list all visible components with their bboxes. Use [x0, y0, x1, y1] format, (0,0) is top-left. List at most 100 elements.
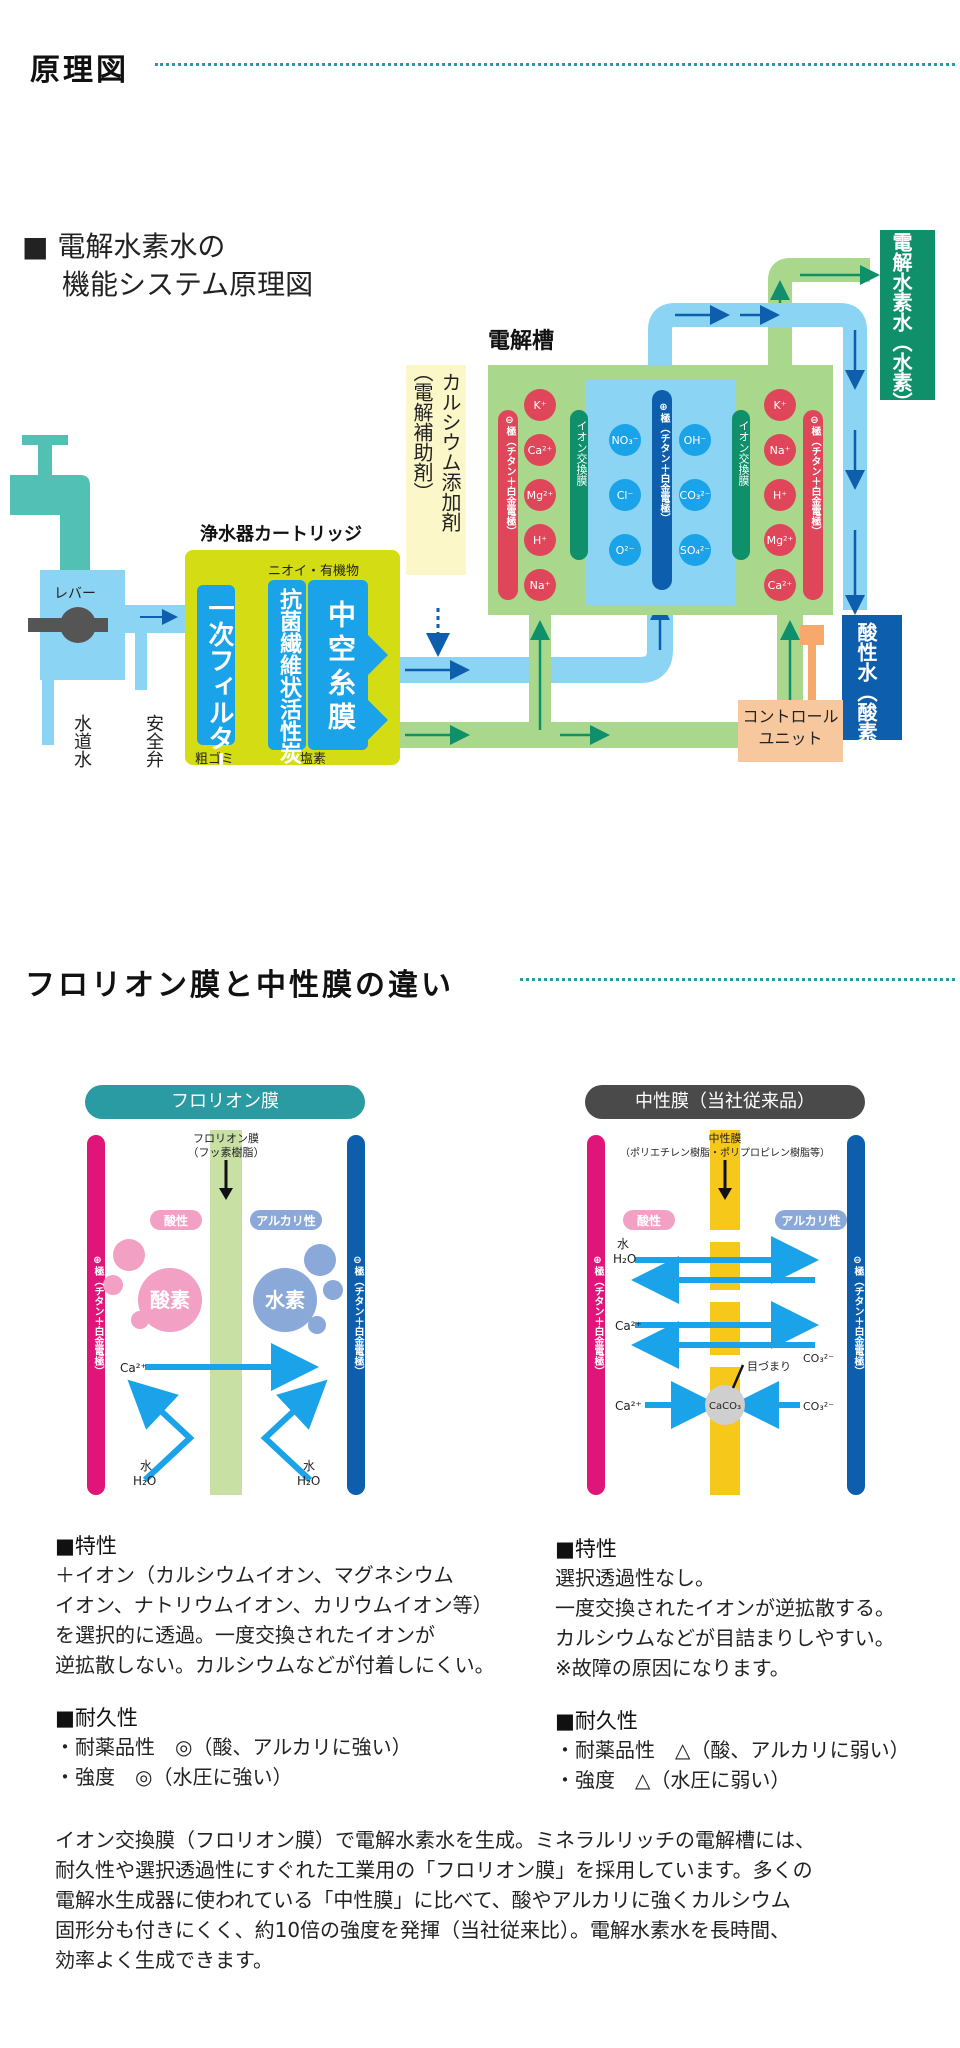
right-acid-label: 酸性: [637, 1213, 661, 1228]
ion-center-r2: SO₄²⁻: [680, 544, 710, 557]
left-characteristics-heading: ■特性: [55, 1534, 117, 1558]
electrode-center-label: ⊕極（チタン＋白金電極）: [658, 402, 669, 523]
left-water-right: 水: [303, 1459, 315, 1473]
filter3: [308, 580, 368, 750]
tap-water-label: 水道水: [71, 714, 92, 768]
electrode-left-label: ⊖極（チタン＋白金電極）: [504, 415, 515, 536]
lever-label: レバー: [54, 586, 96, 602]
filter2-sub-label: 塩素: [300, 752, 326, 767]
text-left: ■特性 ＋イオン（カルシウムイオン、マグネシウム イオン、ナトリウムイオン、カリ…: [55, 1530, 495, 1792]
filter1-label: 一次フィルター: [204, 595, 234, 777]
calcium-sub-label: （電解補助剤）: [410, 362, 434, 502]
filter2-label: 抗菌繊維状活性炭: [276, 588, 301, 764]
hydrogen-water-box: [880, 230, 935, 400]
filter3-label: 中空糸膜: [324, 600, 357, 736]
ion-left-3: H⁺: [533, 534, 547, 547]
ion-right-1: Na⁺: [770, 444, 791, 457]
calcium-label: カルシウム添加剤: [438, 372, 462, 532]
right-co3-label-2: CO₃²⁻: [803, 1400, 834, 1413]
left-h2o-left: H₂O: [133, 1474, 156, 1488]
ion-right-3: Mg²⁺: [767, 534, 794, 547]
section-title-membrane: フロリオン膜と中性膜の違い: [25, 968, 454, 1003]
ion-left-4: Na⁺: [530, 579, 551, 592]
hydrogen-outlet-pipe: [768, 258, 870, 365]
electrode-right-label: ⊖極（チタン＋白金電極）: [809, 415, 820, 536]
left-water-left: 水: [140, 1459, 152, 1473]
membrane-left-label: イオン交換膜: [575, 420, 588, 486]
calcium-tank: [406, 365, 466, 575]
right-alkali-label: アルカリ性: [781, 1213, 841, 1228]
panel-right: 中性膜（当社従来品） 中性膜 （ポリエチレン樹脂・ポリプロピレン樹脂等） 酸性 …: [585, 1085, 865, 1505]
right-membrane-sub: （ポリエチレン樹脂・ポリプロピレン樹脂等）: [620, 1146, 830, 1159]
filter1-sub-label: 粗ゴミ: [195, 751, 234, 767]
right-durability-text: ・耐薬品性 △（酸、アルカリに弱い） ・強度 △（水圧に弱い）: [555, 1738, 910, 1792]
text-right: ■特性 選択透過性なし。 一度交換されたイオンが逆拡散する。 カルシウムなどが目…: [555, 1533, 955, 1795]
ion-center-l0: NO₃⁻: [611, 434, 638, 447]
panel-right-header: 中性膜（当社従来品）: [585, 1085, 865, 1119]
ion-center-r1: CO₃²⁻: [680, 489, 711, 502]
system-diagram: レバー 浄水器カートリッジ ニオイ・有機物 粗ゴミ 塩素 電解槽: [10, 230, 935, 767]
left-pos-label: ⊕極（チタン＋白金電極）: [92, 1255, 103, 1376]
ion-left-0: K⁺: [533, 399, 546, 412]
left-neg-label: ⊖極（チタン＋白金電極）: [352, 1255, 363, 1376]
left-oxygen-label: 酸素: [150, 1288, 190, 1312]
left-membrane-label: フロリオン膜: [193, 1132, 259, 1145]
ion-center-r0: OH⁻: [684, 434, 707, 447]
cell-title: 電解槽: [488, 328, 554, 354]
left-h2o-right: H₂O: [297, 1474, 320, 1488]
safety-valve-label: 安全弁: [143, 714, 164, 768]
left-acid-label: 酸性: [164, 1213, 188, 1228]
hydrogen-water-label: 電解水素水（水素）: [889, 232, 913, 412]
right-water-label: 水: [617, 1237, 629, 1251]
caco3-blob: [705, 1385, 745, 1425]
membrane-right: [732, 410, 750, 560]
left-durability-text: ・耐薬品性 ◎（酸、アルカリに強い） ・強度 ◎（水圧に強い）: [55, 1735, 412, 1789]
panel-left: フロリオン膜 フロリオン膜 （フッ素樹脂） 酸性 アルカリ性 酸素 水素 Ca²…: [85, 1085, 365, 1505]
left-characteristics-text: ＋イオン（カルシウムイオン、マグネシウム イオン、ナトリウムイオン、カリウムイオ…: [55, 1563, 495, 1677]
neg-electrode-bar: [347, 1135, 365, 1495]
section-title-principle: 原理図: [30, 53, 129, 88]
ions-center: [609, 424, 711, 566]
filter1: [197, 585, 235, 745]
ions-right: [764, 389, 796, 601]
electrode-left: [498, 410, 518, 600]
ion-right-4: Ca²⁺: [768, 579, 793, 592]
ion-right-0: K⁺: [773, 399, 786, 412]
diagram-title-line1: ■ 電解水素水の: [22, 230, 226, 263]
filter2-top-label: ニオイ・有機物: [268, 564, 359, 579]
left-hydrogen-label: 水素: [265, 1288, 305, 1312]
ion-left-1: Ca²⁺: [528, 444, 553, 457]
right-h2o-label: H₂O: [613, 1252, 636, 1266]
right-caco3-label: CaCO₃: [709, 1401, 741, 1412]
right-durability-heading: ■耐久性: [555, 1709, 638, 1733]
blue-pipe: [400, 540, 673, 683]
filter2: [268, 580, 306, 750]
ion-center-l2: O²⁻: [616, 544, 635, 557]
right-clog-label: 目づまり: [747, 1360, 791, 1373]
diagram-title: ■ 電解水素水の 機能システム原理図: [22, 228, 313, 304]
right-membrane-label: 中性膜: [709, 1131, 742, 1145]
right-characteristics-text: 選択透過性なし。 一度交換されたイオンが逆拡散する。 カルシウムなどが目詰まりし…: [555, 1566, 895, 1680]
left-ca-label: Ca²⁺: [120, 1361, 147, 1375]
left-alkali-label: アルカリ性: [256, 1213, 316, 1228]
pos-electrode-bar: [587, 1135, 605, 1495]
right-characteristics-heading: ■特性: [555, 1537, 617, 1561]
section-divider: [155, 63, 955, 66]
neg-electrode-bar: [847, 1135, 865, 1495]
right-co3-label-1: CO₃²⁻: [803, 1352, 834, 1365]
control-unit-box: [738, 700, 843, 762]
panel-left-header: フロリオン膜: [85, 1085, 365, 1119]
electrode-center: [652, 390, 672, 590]
membrane-left: [570, 410, 588, 560]
cartridge-title: 浄水器カートリッジ: [200, 523, 362, 545]
pos-electrode-bar: [87, 1135, 105, 1495]
right-neg-label: ⊖極（チタン＋白金電極）: [852, 1255, 863, 1376]
ions-left: [524, 389, 556, 601]
membrane-right-label: イオン交換膜: [737, 420, 750, 486]
diagram-title-line2: 機能システム原理図: [62, 268, 314, 301]
left-durability-heading: ■耐久性: [55, 1706, 138, 1730]
ion-left-2: Mg²⁺: [527, 489, 554, 502]
acid-water-label: 酸性水（酸素）: [854, 622, 878, 762]
electrode-right: [803, 410, 823, 600]
ion-right-2: H⁺: [773, 489, 787, 502]
